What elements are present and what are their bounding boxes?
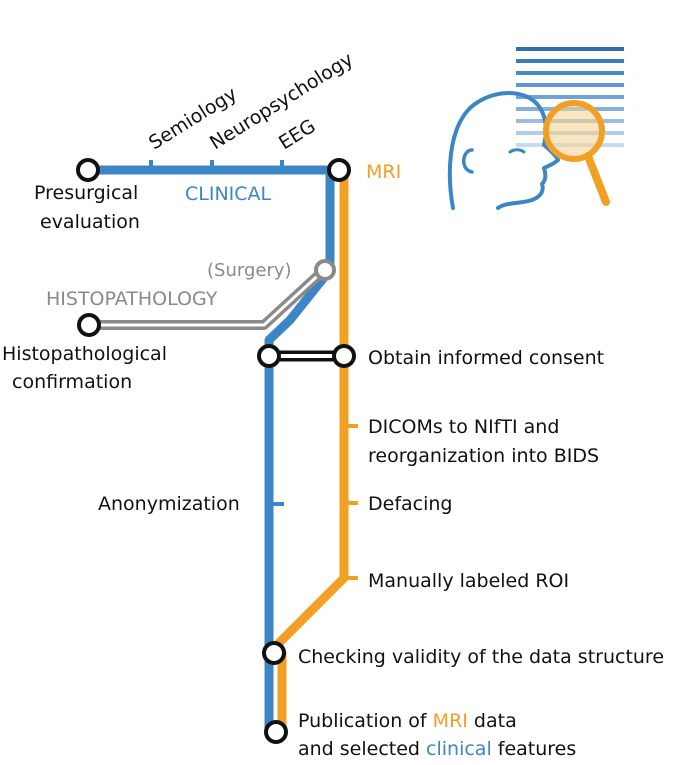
histopathology-line-label: HISTOPATHOLOGY <box>46 288 218 310</box>
label-anonymization: Anonymization <box>98 493 240 515</box>
station-publication <box>264 720 288 744</box>
label-publication-2: and selected clinical features <box>298 738 576 760</box>
publication-mri: MRI <box>433 710 468 732</box>
publication2-clinical: clinical <box>426 738 492 760</box>
station-validity <box>262 641 286 665</box>
publication-pre: Publication of <box>298 710 433 732</box>
publication-post: data <box>468 710 517 732</box>
mri-line-label: MRI <box>366 161 401 183</box>
label-presurgical-1: Presurgical <box>34 182 138 204</box>
publication2-post: features <box>492 738 577 760</box>
label-dicoms-2: reorganization into BIDS <box>368 445 599 467</box>
station-surgery <box>314 259 336 281</box>
station-consent-mri <box>332 344 356 368</box>
histopathology-line <box>89 266 328 330</box>
station-presurgical <box>76 158 100 182</box>
label-consent: Obtain informed consent <box>368 347 604 369</box>
label-histo-2: confirmation <box>12 371 132 393</box>
label-publication-1: Publication of MRI data <box>298 710 517 732</box>
clinical-line-label: CLINICAL <box>185 183 272 205</box>
label-roi: Manually labeled ROI <box>368 570 569 592</box>
label-validity: Checking validity of the data structure <box>298 646 664 668</box>
station-histo-confirmation <box>77 313 101 337</box>
label-histo-1: Histopathological <box>2 343 167 365</box>
station-mri <box>327 158 351 182</box>
head-mri-scan-magnifier-icon <box>447 47 624 210</box>
label-surgery: (Surgery) <box>207 260 292 281</box>
label-dicoms-1: DICOMs to NIfTI and <box>368 416 559 438</box>
station-consent-clinical <box>257 344 281 368</box>
branch-eeg: EEG <box>275 115 320 154</box>
publication2-pre: and selected <box>298 738 426 760</box>
label-defacing: Defacing <box>368 493 452 515</box>
label-presurgical-2: evaluation <box>40 211 140 233</box>
